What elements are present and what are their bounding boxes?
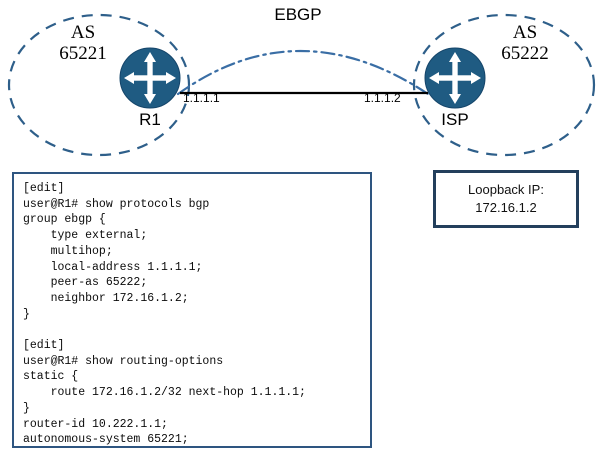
interface-ip-right: 1.1.1.2 bbox=[364, 91, 401, 105]
loopback-address: 172.16.1.2 bbox=[475, 200, 537, 215]
as-ellipse-right bbox=[412, 13, 596, 157]
as-label-right-line1: AS bbox=[512, 22, 538, 43]
router-node-isp[interactable] bbox=[424, 47, 486, 109]
router-label-isp: ISP bbox=[441, 110, 469, 129]
ebgp-session-arc bbox=[176, 50, 430, 96]
interface-ip-left: 1.1.1.1 bbox=[183, 91, 220, 105]
as-label-left-line2: 65221 bbox=[59, 43, 107, 65]
ebgp-link-label: EBGP bbox=[274, 5, 322, 24]
loopback-title: Loopback IP: bbox=[468, 182, 544, 198]
topology-canvas bbox=[7, 13, 596, 157]
cli-config-panel: [edit] user@R1# show protocols bgp group… bbox=[12, 172, 372, 448]
as-label-left-line1: AS bbox=[70, 22, 96, 43]
router-arrows-icon bbox=[124, 52, 176, 104]
router-label-r1: R1 bbox=[139, 110, 161, 129]
cli-config-text: [edit] user@R1# show protocols bgp group… bbox=[23, 182, 306, 447]
as-label-right-line2: 65222 bbox=[501, 43, 549, 65]
router-arrows-icon bbox=[429, 52, 481, 104]
loopback-ip-panel: Loopback IP: 172.16.1.2 bbox=[433, 170, 579, 228]
router-node-r1[interactable] bbox=[119, 47, 181, 109]
as-ellipse-left bbox=[7, 13, 191, 157]
